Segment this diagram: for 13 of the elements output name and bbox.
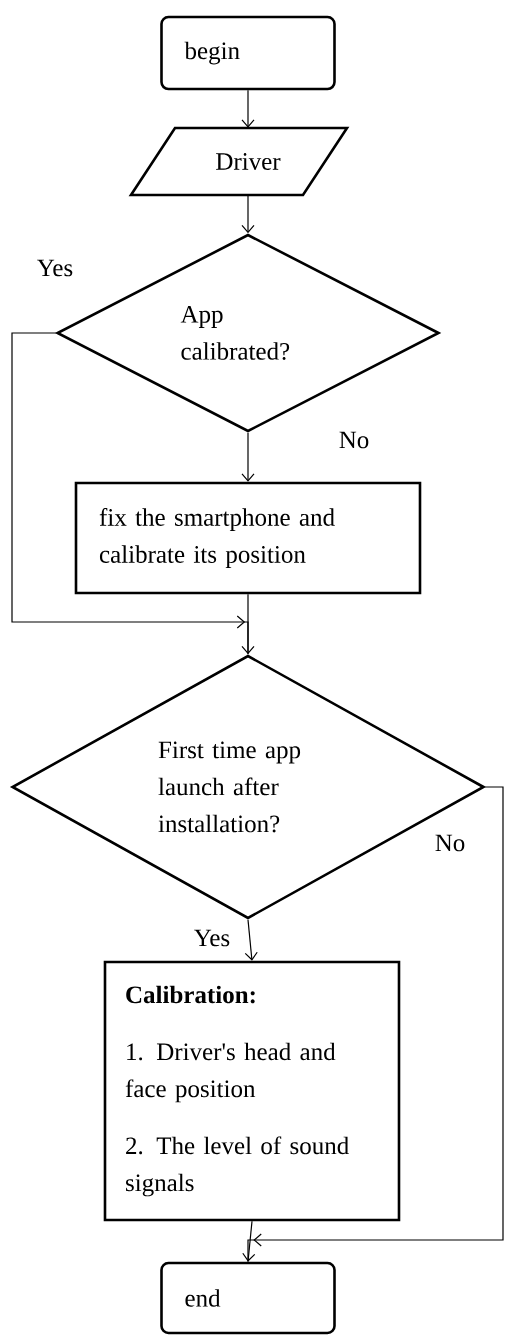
arrow — [242, 1220, 256, 1262]
arrow — [241, 432, 255, 482]
process-box: fix the smartphone and calibrate its position — [74, 481, 422, 595]
edge-label: No — [337, 430, 371, 450]
process-box: Calibration: 1. Driver's head and face position 2. The level of sound signals — [103, 960, 401, 1222]
terminal-box: begin — [160, 15, 336, 91]
arrow — [241, 89, 255, 128]
arrow — [241, 194, 255, 234]
edge-label: Yes — [192, 928, 232, 948]
arrow — [244, 919, 258, 961]
arrow — [241, 593, 255, 655]
terminal-box: end — [160, 1261, 336, 1335]
edge-label: No — [433, 833, 467, 853]
